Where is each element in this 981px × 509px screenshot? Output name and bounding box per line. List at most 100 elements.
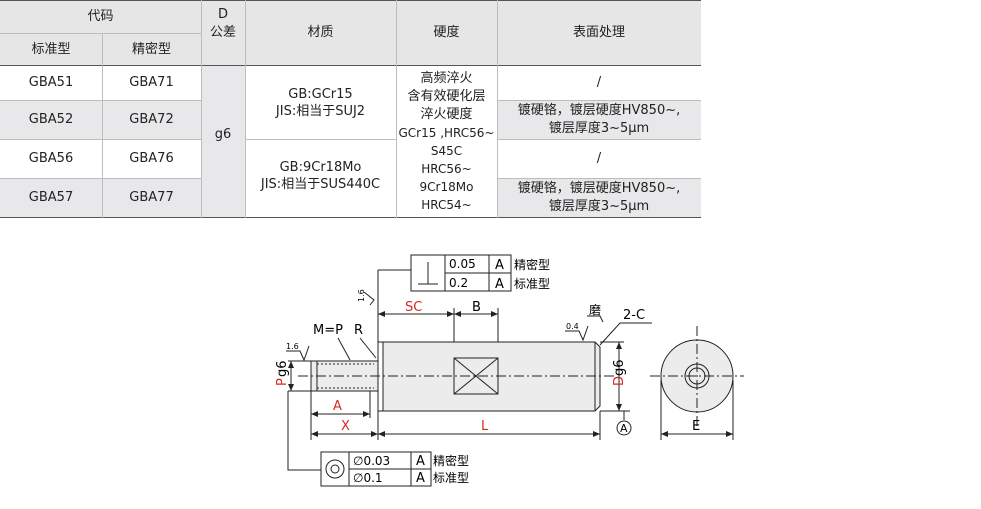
table-rule <box>245 139 396 140</box>
cell-precision: GBA76 <box>129 150 174 166</box>
header-tolerance: 公差 <box>209 25 236 40</box>
label-x: X <box>341 419 350 434</box>
spec-table: 代码 标准型 精密型 D 公差 材质 硬度 表面处理 GBA51 GBA71 G… <box>0 0 701 218</box>
tolerance-bg <box>201 66 245 218</box>
cross-hole-diagonal <box>453 357 499 395</box>
header-d: D <box>217 7 228 22</box>
concentricity-leader <box>287 391 321 471</box>
table-rule <box>497 100 701 101</box>
cell-material-1-gb: GB:GCr15 <box>288 87 353 102</box>
roughness-value: 1.6 <box>357 289 366 302</box>
table-rule <box>0 33 201 34</box>
roughness-symbol <box>565 325 589 342</box>
table-rule <box>0 0 701 1</box>
conc-datum-2: A <box>416 471 425 486</box>
roughness-symbol <box>363 291 375 306</box>
perp-datum-1: A <box>495 258 504 273</box>
label-r: R <box>354 323 363 338</box>
conc-label-standard: 标准型 <box>433 471 469 485</box>
table-rule <box>497 139 701 140</box>
leader-line <box>337 337 351 361</box>
cell-hardness-line: 9Cr18Mo <box>419 179 474 194</box>
cell-standard: GBA51 <box>28 75 74 90</box>
surface-bg-4 <box>497 178 701 218</box>
datum-circle <box>616 420 632 436</box>
roughness-value: 1.6 <box>286 342 299 351</box>
header-precision: 精密型 <box>131 42 171 57</box>
perp-label-precision: 精密型 <box>514 257 550 272</box>
label-sc: SC <box>405 300 422 315</box>
conc-datum-1: A <box>416 454 425 469</box>
concentricity-frame <box>320 451 432 487</box>
table-rule <box>102 33 103 218</box>
conc-tol-standard: ∅0.1 <box>353 471 383 485</box>
table-rule <box>0 65 701 66</box>
cell-standard: GBA57 <box>28 190 74 205</box>
perp-datum-2: A <box>495 277 504 292</box>
cell-hardness-line: 淬火硬度 <box>420 106 473 122</box>
cell-surface: / <box>596 150 602 166</box>
cell-precision: GBA71 <box>129 75 174 90</box>
cell-hardness-line: GCr15 ,HRC56~ <box>398 125 495 140</box>
perpendicularity-frame <box>377 254 512 345</box>
cell-standard: GBA56 <box>28 150 74 166</box>
cell-precision: GBA77 <box>129 190 174 205</box>
table-rule <box>0 178 201 179</box>
label-l: L <box>481 419 489 434</box>
table-rule <box>396 0 397 218</box>
chamfer-leader <box>599 322 652 346</box>
cell-material-2-gb: GB:9Cr18Mo <box>279 160 362 175</box>
table-rule <box>497 0 498 218</box>
table-rule <box>0 217 701 218</box>
header-surface: 表面处理 <box>572 25 625 40</box>
end-view <box>650 326 744 440</box>
header-hardness: 硬度 <box>433 25 460 40</box>
table-rule <box>497 178 701 179</box>
label-d: D <box>612 376 627 386</box>
perp-label-standard: 标准型 <box>514 277 550 291</box>
header-standard: 标准型 <box>31 42 71 57</box>
perp-tol-precision: 0.05 <box>449 257 476 271</box>
grind-leader <box>587 315 604 323</box>
label-chamfer: 2-C <box>623 308 645 323</box>
cell-tolerance: g6 <box>214 127 232 142</box>
table-rule <box>0 139 201 140</box>
label-d-g6: g6 <box>612 359 627 376</box>
datum-label: A <box>620 422 628 435</box>
label-p-g6: g6 <box>275 360 290 377</box>
cell-surface: / <box>596 75 602 90</box>
cell-hardness-line: 含有效硬化层 <box>407 88 486 104</box>
cell-precision: GBA72 <box>129 111 174 127</box>
table-rule <box>245 0 246 218</box>
leader-line <box>359 337 377 359</box>
cell-hardness-line: 高频淬火 <box>420 70 473 86</box>
table-rule <box>0 100 201 101</box>
header-material: 材质 <box>307 25 334 40</box>
label-grind: 磨 <box>589 303 601 317</box>
cell-hardness-line: HRC54~ <box>421 197 472 212</box>
cell-hardness-line: S45C <box>430 143 463 158</box>
label-mp: M=P <box>313 323 343 338</box>
header-code: 代码 <box>87 9 114 24</box>
cell-surface-line1: 镀硬铬，镀层硬度HV850~, <box>517 180 681 196</box>
label-a: A <box>333 399 342 414</box>
cell-material-1-jis: JIS:相当于SUJ2 <box>275 104 366 119</box>
perp-tol-standard: 0.2 <box>449 276 468 290</box>
conc-tol-precision: ∅0.03 <box>353 454 390 468</box>
cell-surface-line1: 镀硬铬，镀层硬度HV850~, <box>517 102 681 118</box>
surface-bg-2 <box>497 100 701 139</box>
label-b: B <box>472 300 481 315</box>
cell-surface-line2: 镀层厚度3~5μm <box>548 120 650 136</box>
cell-material-2-jis: JIS:相当于SUS440C <box>260 177 381 192</box>
concentricity-icon <box>325 459 345 479</box>
cell-standard: GBA52 <box>28 111 74 127</box>
label-e: E <box>692 419 700 434</box>
roughness-value: 0.4 <box>566 322 579 331</box>
cell-surface-line2: 镀层厚度3~5μm <box>548 198 650 214</box>
row-bg-4 <box>0 178 201 218</box>
cell-hardness-line: HRC56~ <box>421 161 472 176</box>
row-bg-2 <box>0 100 201 139</box>
table-rule <box>201 0 202 218</box>
label-p: P <box>275 378 290 386</box>
